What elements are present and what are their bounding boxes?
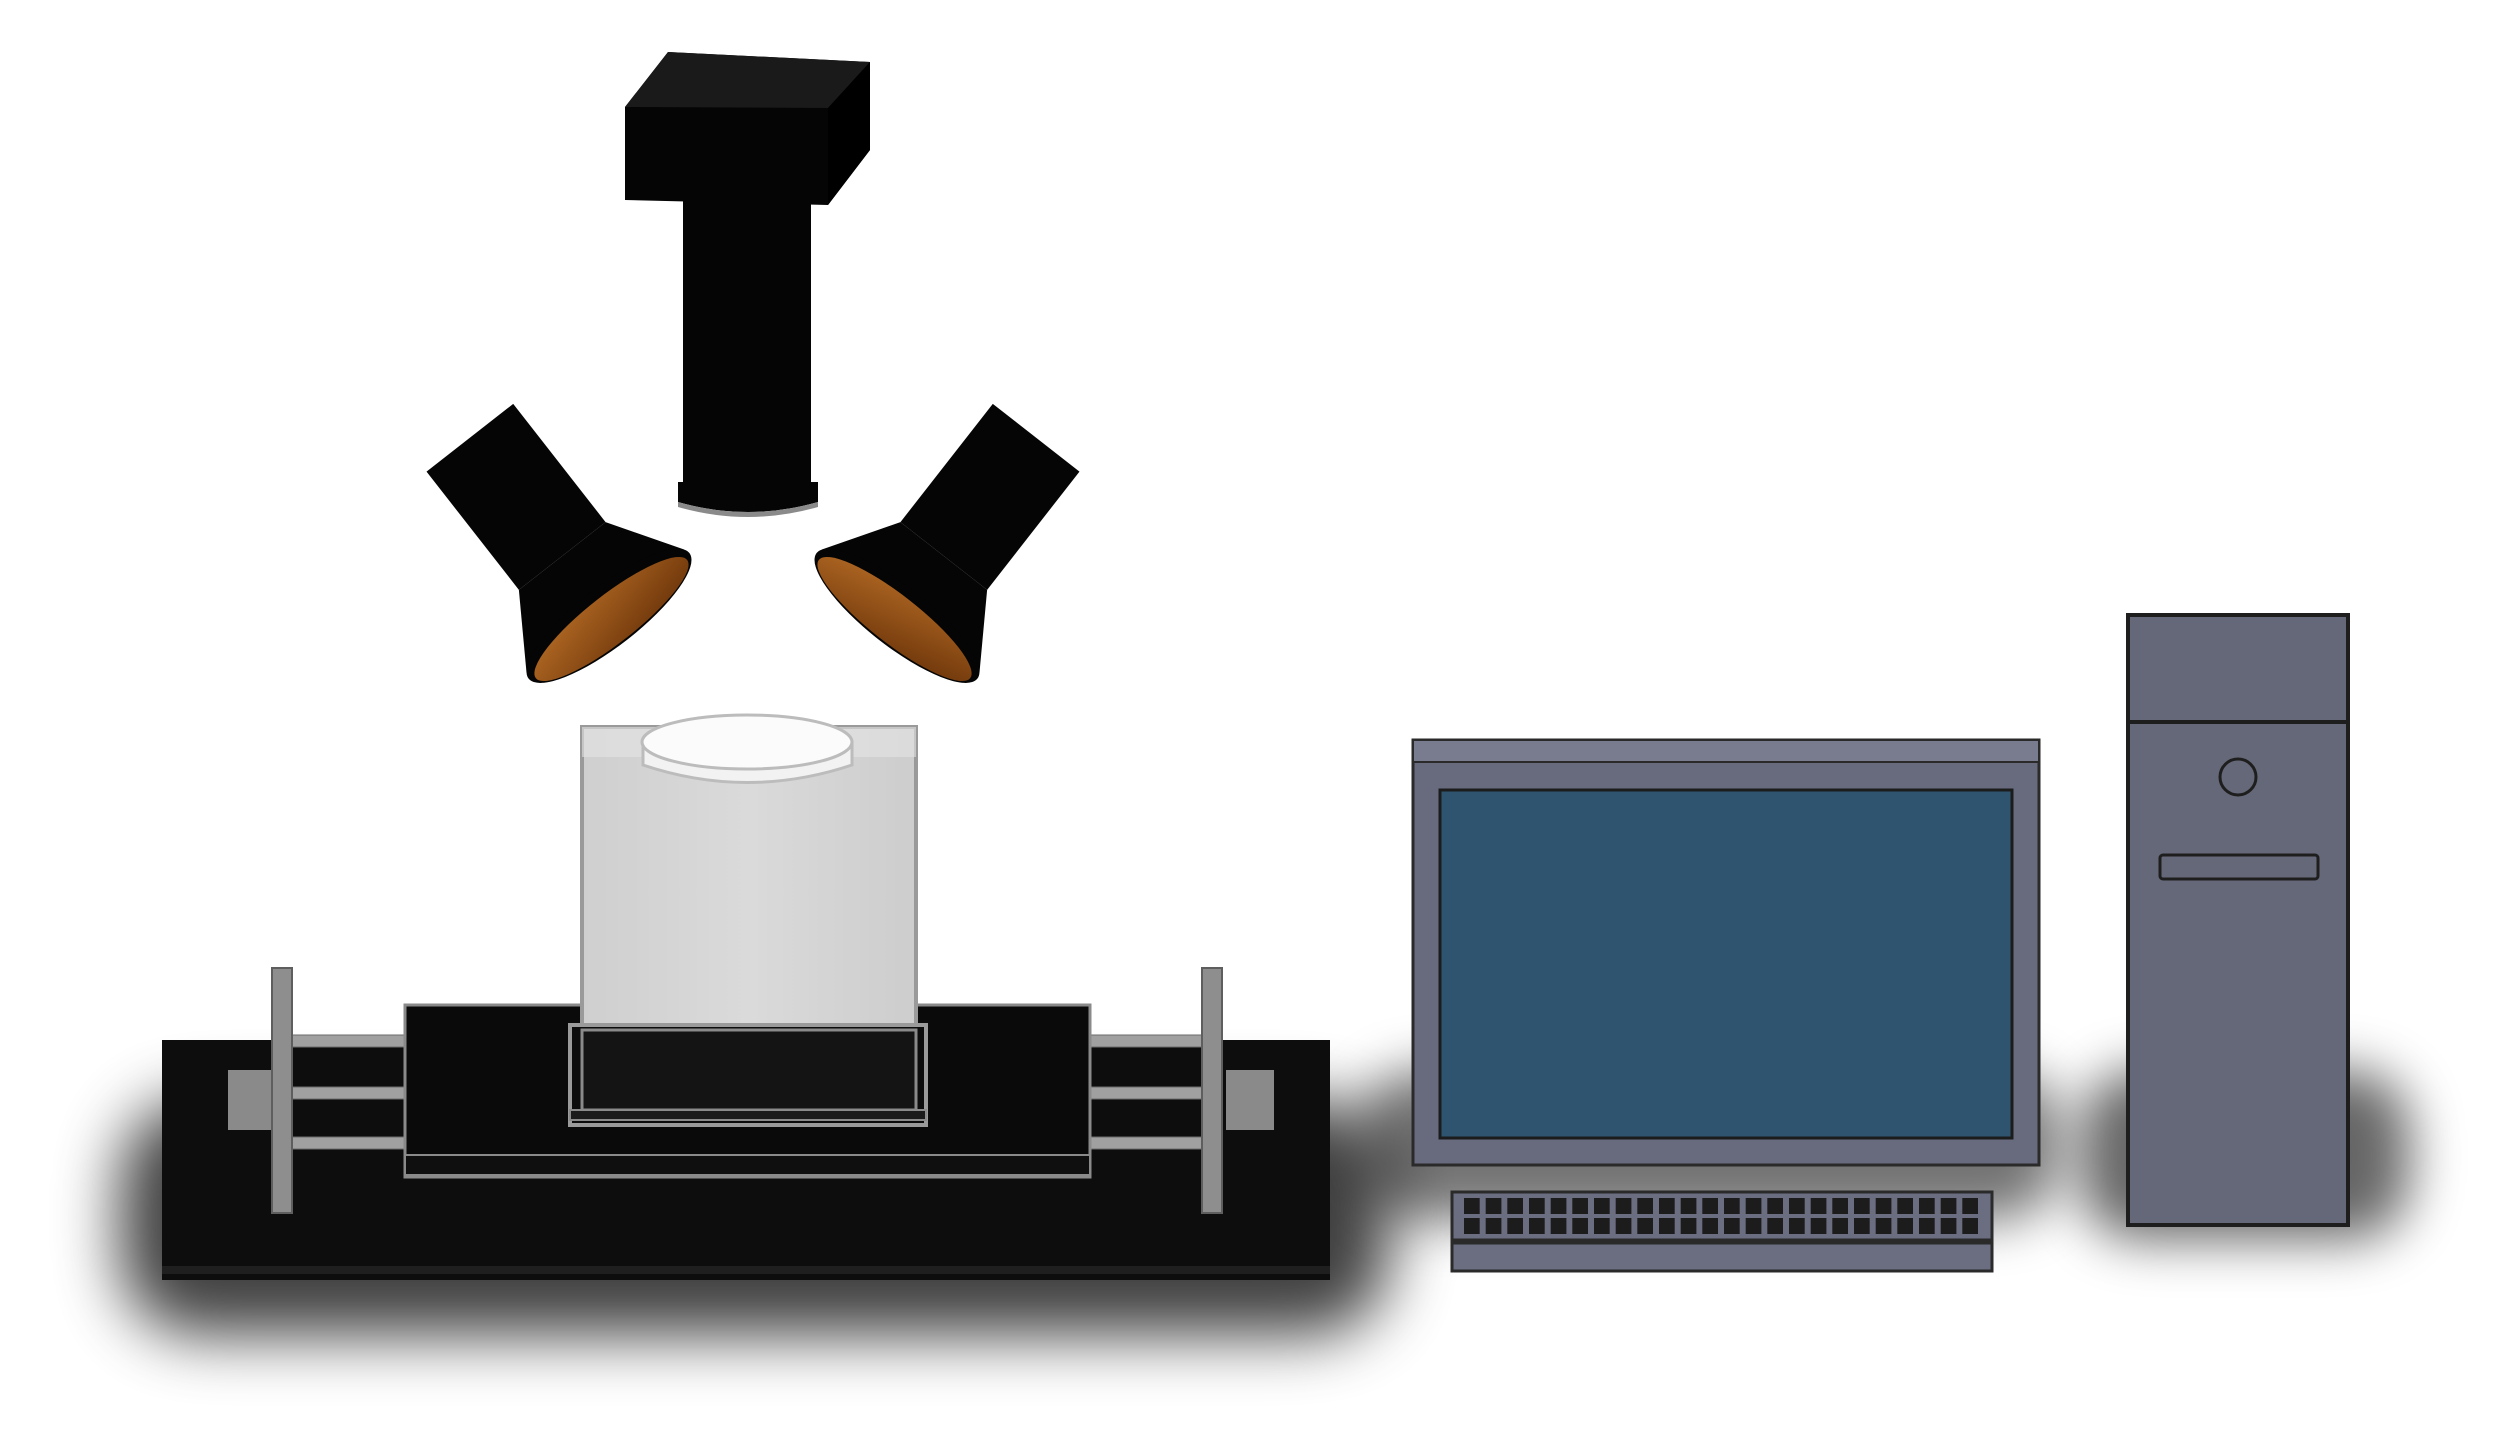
stage-end-block-left <box>228 1070 276 1130</box>
stage-post-right <box>1201 967 1223 1214</box>
container-holder-lip <box>569 1109 927 1121</box>
camera-lens-ring <box>678 482 818 512</box>
keyboard-key <box>1810 1218 1827 1234</box>
camera-body-top <box>625 52 870 108</box>
keyboard-key <box>1832 1218 1848 1234</box>
camera-lens-tube <box>683 198 811 490</box>
keyboard-key <box>1485 1198 1502 1214</box>
keyboard <box>1450 1190 1994 1273</box>
monitor <box>1411 738 2041 1167</box>
dish-top <box>640 713 854 771</box>
right-light <box>814 403 1080 683</box>
keyboard-key <box>1919 1218 1935 1234</box>
stage-base-edge <box>162 1266 1330 1274</box>
stage-end-block-right <box>1226 1070 1274 1130</box>
camera-body-side <box>828 62 870 205</box>
right-light-lens <box>817 556 972 682</box>
keyboard-key <box>1789 1198 1805 1214</box>
keyboard-keys <box>1464 1198 1978 1234</box>
keyboard-key <box>1680 1198 1697 1214</box>
keyboard-key <box>1594 1218 1610 1234</box>
keyboard-key <box>1594 1198 1610 1214</box>
left-light <box>426 403 692 683</box>
keyboard-key <box>1789 1218 1805 1234</box>
pc-tower <box>2126 613 2350 1227</box>
keyboard-key <box>1702 1198 1718 1214</box>
keyboard-key <box>1962 1198 1978 1214</box>
keyboard-key <box>1897 1198 1913 1214</box>
monitor-top-bezel <box>1412 739 2040 763</box>
keyboard-key <box>1854 1218 1870 1234</box>
keyboard-key <box>1962 1218 1978 1234</box>
left-light-handle <box>426 403 606 590</box>
keyboard-key <box>1615 1198 1632 1214</box>
keyboard-key <box>1724 1218 1740 1234</box>
keyboard-key <box>1637 1198 1653 1214</box>
keyboard-key <box>1745 1218 1762 1234</box>
keyboard-key <box>1507 1198 1523 1214</box>
keyboard-key <box>1637 1218 1653 1234</box>
keyboard-key <box>1919 1198 1935 1214</box>
drive-slot <box>2158 853 2320 881</box>
keyboard-key <box>1940 1198 1957 1214</box>
keyboard-key <box>1659 1198 1675 1214</box>
keyboard-key <box>1529 1198 1545 1214</box>
keyboard-key <box>1464 1218 1480 1234</box>
stage-carriage-skirt <box>404 1154 1091 1176</box>
camera-lens-rim <box>678 502 818 517</box>
sample-container <box>568 725 928 1127</box>
keyboard-key <box>1550 1198 1567 1214</box>
keyboard-key <box>1854 1198 1870 1214</box>
left-light-lens <box>534 556 689 682</box>
right-light-handle <box>900 403 1080 590</box>
keyboard-key <box>1572 1218 1588 1234</box>
sample-dish <box>640 713 854 784</box>
keyboard-key <box>1724 1198 1740 1214</box>
keyboard-key <box>1810 1198 1827 1214</box>
keyboard-key <box>1875 1218 1892 1234</box>
keyboard-key <box>1767 1218 1783 1234</box>
keyboard-key <box>1572 1198 1588 1214</box>
keyboard-key <box>1767 1198 1783 1214</box>
monitor-screen <box>1438 788 2014 1140</box>
tower-case <box>2126 613 2350 1227</box>
keyboard-key <box>1615 1218 1632 1234</box>
keyboard-key <box>1875 1198 1892 1214</box>
keyboard-key <box>1940 1218 1957 1234</box>
camera <box>625 52 870 517</box>
container-inner-base <box>580 1028 918 1112</box>
keyboard-key <box>1529 1218 1545 1234</box>
keyboard-key <box>1485 1218 1502 1234</box>
power-button-icon <box>2218 757 2258 797</box>
keyboard-base <box>1450 1241 1994 1273</box>
stage-post-left <box>271 967 293 1214</box>
keyboard-key <box>1464 1198 1480 1214</box>
keyboard-key <box>1550 1218 1567 1234</box>
keyboard-key <box>1745 1198 1762 1214</box>
keyboard-key <box>1659 1218 1675 1234</box>
keyboard-key <box>1897 1218 1913 1234</box>
keyboard-key <box>1702 1218 1718 1234</box>
keyboard-key <box>1507 1218 1523 1234</box>
keyboard-key <box>1832 1198 1848 1214</box>
keyboard-key <box>1680 1218 1697 1234</box>
